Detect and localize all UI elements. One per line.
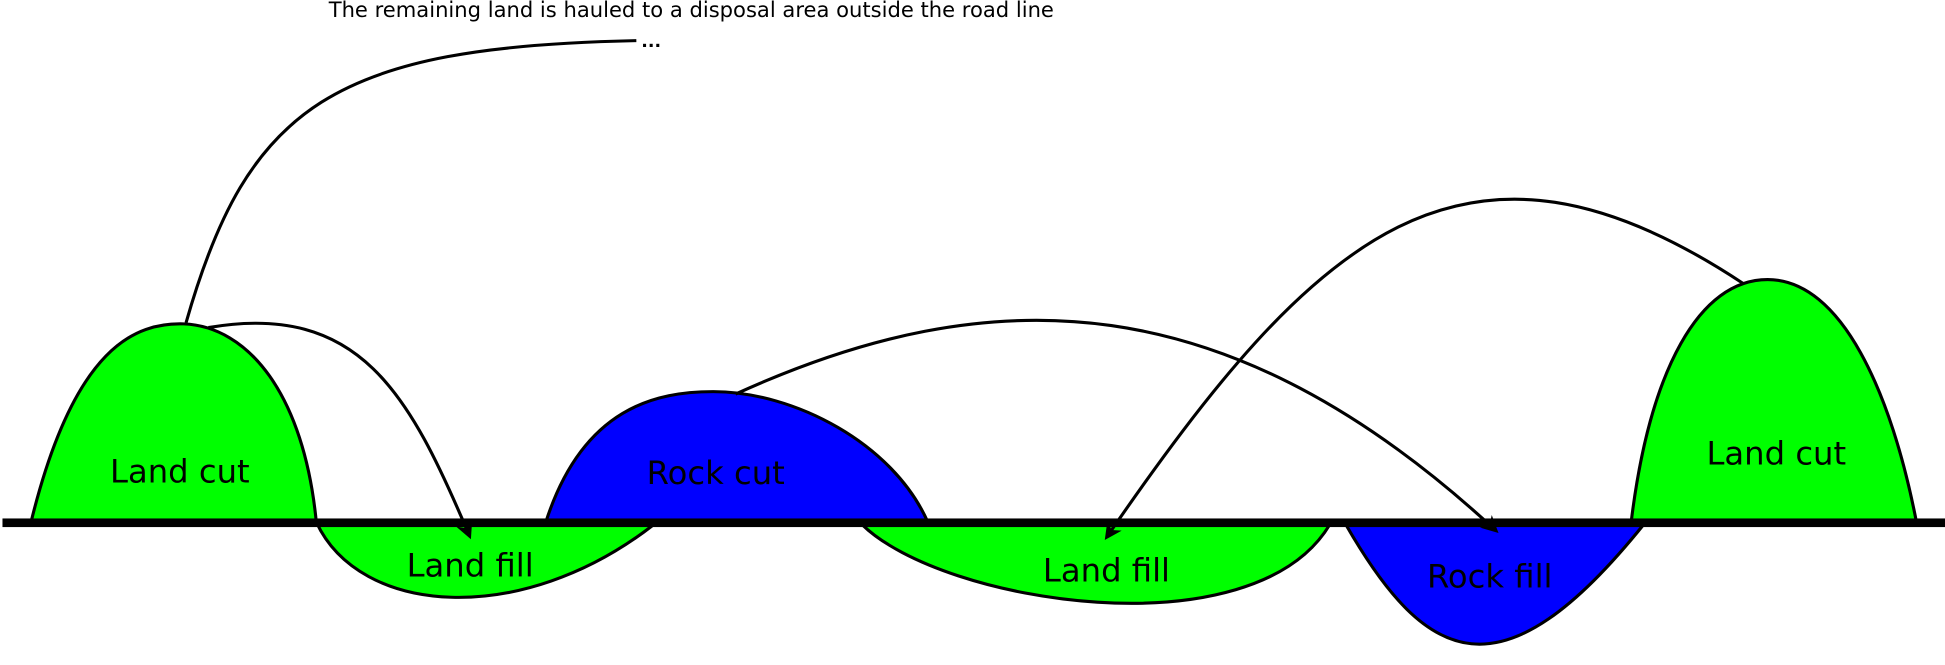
label-land-cut-left: Land cut	[110, 453, 250, 491]
label-land-cut-right: Land cut	[1706, 434, 1846, 472]
label-rock-cut: Rock cut	[647, 454, 785, 492]
annotation-text: The remaining land is hauled to a dispos…	[328, 0, 1054, 22]
label-land-fill-left: Land fill	[407, 546, 534, 584]
land-fill-middle	[858, 523, 1333, 605]
annotation-ellipsis: ...	[641, 32, 661, 52]
haul-arrow-land-cut-to-land-fill	[208, 321, 473, 540]
label-rock-fill: Rock fill	[1427, 558, 1553, 596]
haul-arrow-disposal	[184, 39, 637, 324]
land-fill-left	[313, 520, 659, 599]
land-cut-left	[29, 322, 319, 524]
land-cut-right	[1629, 278, 1919, 524]
rock-fill	[1343, 523, 1647, 646]
haul-arrow-rock-cut-to-rock-fill	[734, 318, 1499, 534]
haul-arrow-land-cut-to-land-fill-middle	[1104, 197, 1744, 540]
label-land-fill-middle: Land fill	[1043, 551, 1170, 589]
rock-cut	[543, 390, 931, 524]
road-line	[2, 518, 1945, 528]
